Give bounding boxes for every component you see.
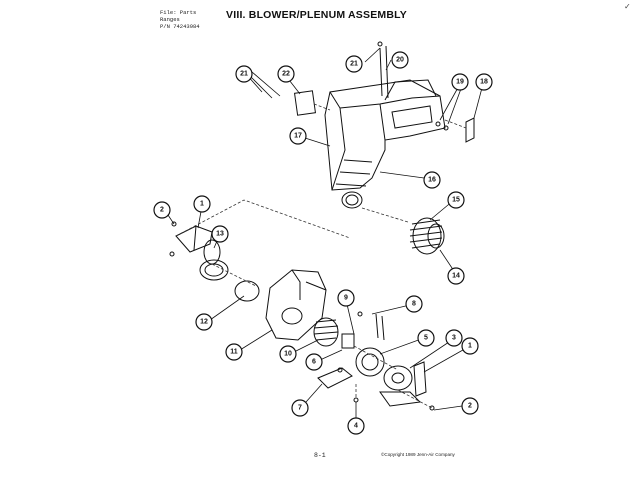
callout: 15 [447,191,465,209]
callout-label: 9 [344,295,348,302]
page-title: VIII. BLOWER/PLENUM ASSEMBLY [226,9,408,21]
callout: 6 [305,353,323,371]
callout: 1 [193,195,211,213]
callout: 12 [195,313,213,331]
callout-label: 22 [282,71,290,78]
callout: 5 [417,329,435,347]
callout: 21 [345,55,363,73]
callout: 14 [447,267,465,285]
callout-label: 4 [354,423,358,430]
motor-assembly [317,311,435,411]
callout: 2 [153,201,171,219]
callout: 9 [337,289,355,307]
check-mark-icon: ✓ [624,2,631,11]
callout: 22 [277,65,295,83]
callout-label: 20 [396,57,404,64]
callout: 19 [451,73,469,91]
callout-label: 11 [230,349,238,356]
callout: 20 [391,51,409,69]
callout-label: 18 [480,79,488,86]
callout: 16 [423,171,441,189]
blower-housing [265,269,327,341]
callout-label: 16 [428,177,436,184]
callout: 11 [225,343,243,361]
file-info-line: File: Parts [160,9,197,16]
callout-label: 2 [468,403,472,410]
callout-label: 1 [468,343,472,350]
left-bracket [169,199,351,302]
callout-label: 6 [312,359,316,366]
callout-label: 5 [424,335,428,342]
callout-label: 8 [412,301,416,308]
callout: 21 [235,65,253,83]
blower-wheel-upper [409,217,445,255]
callout-label: 19 [456,79,464,86]
callout: 2 [461,397,479,415]
file-info-line: P/N 74243984 [160,23,200,30]
callout-label: 14 [452,273,460,280]
callout: 10 [279,345,297,363]
callout-label: 21 [350,61,358,68]
callout-label: 2 [160,207,164,214]
callout-label: 15 [452,197,460,204]
callout: 17 [289,127,307,145]
callout: 3 [445,329,463,347]
callout-label: 7 [298,405,302,412]
plenum-assembly [293,41,475,223]
callout: 4 [347,417,365,435]
file-info: File: Parts Ranges P/N 74243984 [160,9,200,30]
file-info-line: Ranges [160,16,180,23]
callout: 1 [461,337,479,355]
callout: 7 [291,399,309,417]
callout-label: 1 [200,201,204,208]
callout: 13 [211,225,229,243]
callout: 18 [475,73,493,91]
callout-label: 13 [216,231,224,238]
callout-label: 10 [284,351,292,358]
callout-label: 3 [452,335,456,342]
page-number: 8-1 [314,452,326,459]
callout-label: 12 [200,319,208,326]
callout-label: 21 [240,71,248,78]
callout: 8 [405,295,423,313]
copyright-notice: ©Copyright 1989 Jenn-Air Company [381,452,455,457]
blower-wheel-lower [313,317,339,347]
leader-lines [165,47,484,420]
callout-label: 17 [294,133,302,140]
